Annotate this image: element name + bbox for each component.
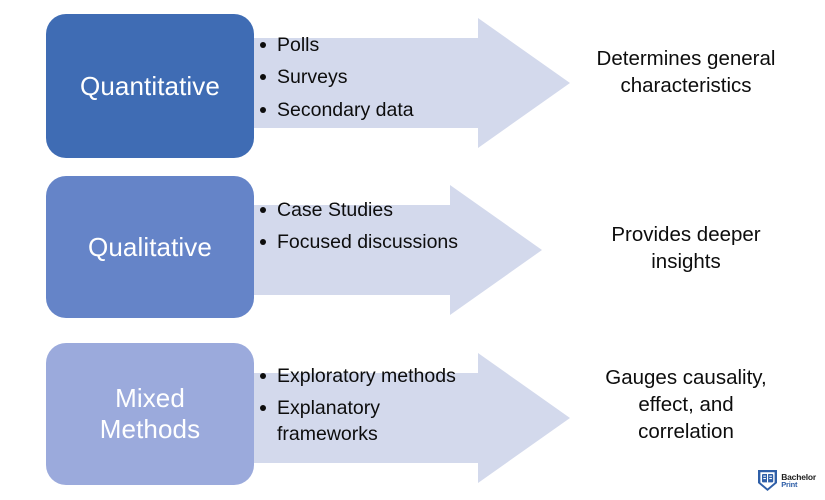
bullet-item: Surveys [258, 65, 473, 90]
bullet-list-row-2: Case Studies Focused discussions [258, 198, 493, 263]
logo-line-2: Print [781, 480, 798, 489]
arrow-polygon [230, 18, 570, 148]
outcome-text-row-3: Gauges causality, effect, and correlatio… [605, 366, 767, 444]
category-box-quantitative[interactable]: Quantitative [46, 14, 254, 158]
arrow-polygon [230, 185, 542, 315]
category-box-mixed-methods[interactable]: Mixed Methods [46, 343, 254, 485]
bullet-item: Case Studies [258, 198, 493, 223]
bullet-item: Polls [258, 33, 473, 58]
arrow-shape-row-3 [230, 353, 570, 483]
arrow-shape-row-2 [230, 185, 542, 315]
diagram-row-qualitative: Qualitative Case Studies Focused discuss… [0, 168, 825, 334]
outcome-text-row-1: Determines general characteristics [596, 47, 776, 98]
outcome-text-row-2: Provides deeper insights [611, 223, 761, 274]
bullet-item: Secondary data [258, 98, 473, 123]
arrow-shape-row-1 [230, 18, 570, 148]
bachelor-print-logo[interactable]: Bachelor Print [757, 469, 816, 492]
bullet-item: Exploratory methods [258, 364, 508, 389]
category-label: Quantitative [80, 70, 220, 101]
bullet-item: Focused discussions [258, 230, 493, 255]
diagram-row-quantitative: Quantitative Polls Surveys Secondary dat… [0, 0, 825, 168]
shield-book-icon [758, 470, 778, 491]
bullet-item: Explanatory frameworks [258, 396, 508, 447]
logo-wordmark: Bachelor Print [781, 471, 816, 489]
diagram-row-mixed-methods: Mixed Methods Exploratory methods Explan… [0, 334, 825, 500]
bullet-list-row-3: Exploratory methods Explanatory framewor… [258, 364, 508, 454]
category-label: Qualitative [88, 231, 212, 262]
arrow-polygon [230, 353, 570, 483]
logo-line-1: Bachelor [781, 471, 816, 482]
bullet-list-row-1: Polls Surveys Secondary data [258, 33, 473, 130]
category-label: Mixed Methods [99, 383, 201, 444]
category-box-qualitative[interactable]: Qualitative [46, 176, 254, 318]
